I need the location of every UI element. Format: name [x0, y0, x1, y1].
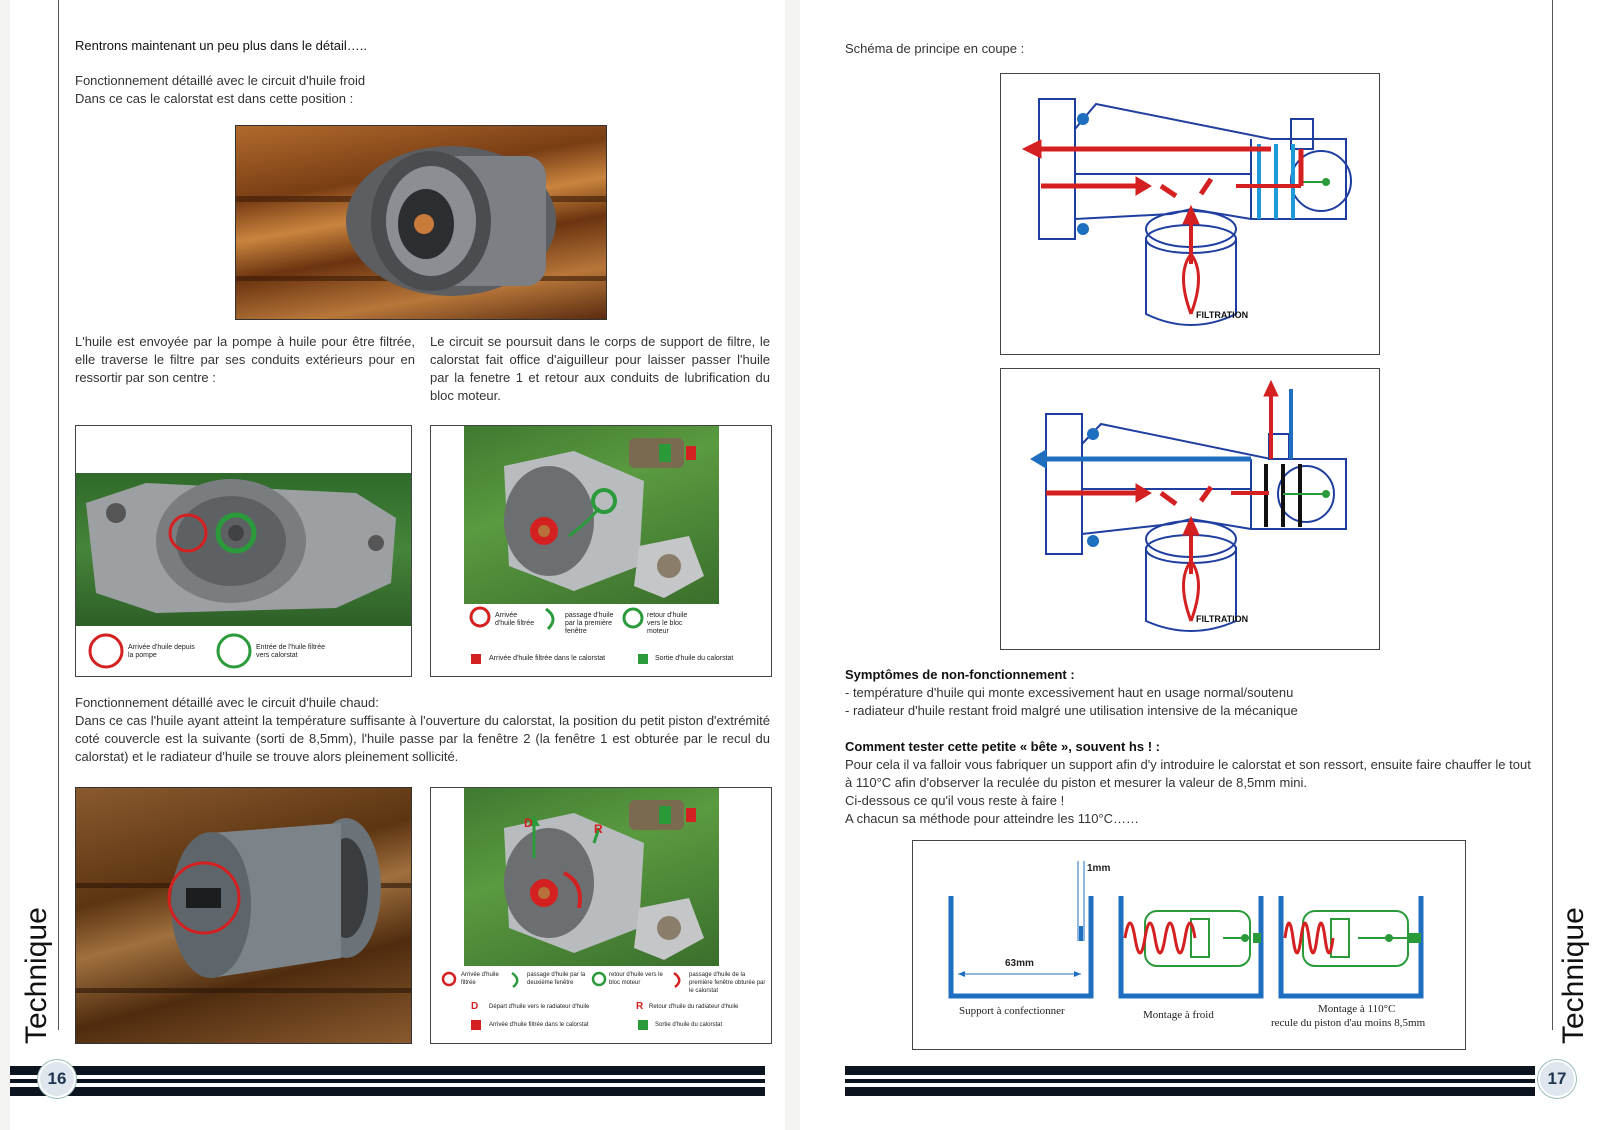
dim-1mm: 1mm	[1087, 863, 1111, 874]
fig2-legend-green-circle: retour d'huile vers le bloc moteur	[647, 612, 688, 635]
filtration-label-2: FILTRATION	[1196, 614, 1249, 624]
dim-63mm: 63mm	[1005, 958, 1034, 969]
r-letter: R	[636, 1001, 644, 1012]
red-circle-legend-icon	[441, 971, 457, 987]
fig2-legend-green-arc: passage d'huile par la première fenêtre	[565, 612, 614, 635]
fig1-legend-green: Entrée de l'huile filtrée vers calorstat	[256, 644, 326, 659]
open-housing-hot-figure: D R Arrivée d'huile filtrée passage d'hu…	[430, 787, 772, 1044]
fig2-legend-red-square: Arrivée d'huile filtrée dans le calorsta…	[489, 655, 606, 662]
caption-froid: Montage à froid	[1143, 1009, 1214, 1021]
fig2-legend-green-square: Sortie d'huile du calorstat	[655, 655, 734, 662]
page-number-17: 17	[1538, 1060, 1576, 1098]
green-square-legend-icon	[638, 1020, 648, 1030]
red-square-legend-icon	[471, 1020, 481, 1030]
footer-stripe-bottom	[845, 1087, 1535, 1096]
footer-stripe-mid	[845, 1079, 1535, 1083]
green-arc-legend-icon	[511, 971, 519, 988]
caption-support: Support à confectionner	[959, 1005, 1065, 1017]
green-square-legend-icon	[638, 654, 648, 664]
calorstat-cold-photo	[235, 125, 607, 320]
left-page: Rentrons maintenant un peu plus dans le …	[10, 0, 785, 1130]
test-line-3: A chacun sa méthode pour atteindre les 1…	[845, 811, 1140, 826]
test-line-2: Ci-dessous ce qu'il vous reste à faire !	[845, 793, 1065, 808]
fig4-legend-red-circle: Arrivée d'huile filtrée	[461, 972, 499, 986]
open-housing-cold-photo	[464, 426, 719, 604]
schema-title: Schéma de principe en coupe :	[845, 41, 1025, 56]
filter-housing-photo	[76, 473, 411, 626]
mark-r: R	[594, 822, 603, 836]
open-housing-hot-photo	[464, 788, 719, 966]
right-page: Schéma de principe en coupe :	[800, 0, 1600, 1130]
left-margin-rule	[58, 0, 59, 1030]
hot-text: Dans ce cas l'huile ayant atteint la tem…	[75, 713, 770, 764]
footer-stripe-top	[10, 1066, 765, 1075]
symptom-2: - radiateur d'huile restant froid malgré…	[845, 703, 1298, 718]
filter-housing-figure: Arrivée d'huile depuis la pompe Entrée d…	[75, 425, 412, 677]
section-tab-technique: Technique	[1557, 907, 1590, 1044]
green-circle-legend-icon	[216, 633, 252, 669]
caption-chaud-1: Montage à 110°C	[1318, 1003, 1396, 1015]
fig4-legend-green-square: Sortie d'huile du calorstat	[655, 1022, 723, 1028]
green-arc-legend-icon	[545, 607, 555, 631]
fig4-legend-d: Départ d'huile vers le radiateur d'huile	[489, 1004, 590, 1010]
green-circle-legend-icon	[622, 607, 644, 629]
red-circle-legend-icon	[88, 633, 124, 669]
fig4-legend-red-arc: passage d'huile de la première fenêtre o…	[689, 972, 766, 994]
fig4-legend-r: Retour d'huile du radiateur d'huile	[649, 1004, 739, 1010]
filtration-label-1: FILTRATION	[1196, 310, 1249, 320]
cold-subtitle: Dans ce cas le calorstat est dans cette …	[75, 91, 354, 106]
fig4-legend-green-arc: passage d'huile par la deuxième fenêtre	[527, 972, 586, 986]
fig4-legend-green-circle: retour d'huile vers le bloc moteur	[609, 972, 663, 986]
test-support-diagram: 1mm 63mm Support à confectionner Montage…	[912, 840, 1466, 1050]
caption-chaud-2: recule du piston d'au moins 8,5mm	[1271, 1017, 1426, 1029]
symptom-1: - température d'huile qui monte excessiv…	[845, 685, 1294, 700]
footer-stripe-mid	[10, 1079, 765, 1083]
hot-title: Fonctionnement détaillé avec le circuit …	[75, 695, 379, 710]
section-tab-technique: Technique	[20, 907, 53, 1044]
d-letter: D	[471, 1001, 479, 1012]
red-circle-legend-icon	[469, 606, 491, 628]
fig2-legend-red-circle: Arrivée d'huile filtrée	[495, 612, 535, 627]
footer-stripe-bottom	[10, 1087, 765, 1096]
red-square-legend-icon	[471, 654, 481, 664]
cold-title: Fonctionnement détaillé avec le circuit …	[75, 73, 366, 88]
test-title: Comment tester cette petite « bête », so…	[845, 739, 1160, 754]
test-line-1: Pour cela il va falloir vous fabriquer u…	[845, 757, 1531, 790]
col1-text: L'huile est envoyée par la pompe à huile…	[75, 334, 415, 385]
mark-d: D	[524, 816, 533, 830]
symptoms-title: Symptômes de non-fonctionnement :	[845, 667, 1075, 682]
fig4-legend-red-square: Arrivée d'huile filtrée dans le calorsta…	[489, 1022, 589, 1028]
calorstat-hot-photo	[75, 787, 412, 1044]
right-margin-rule	[1552, 0, 1553, 1030]
schematic-cold: FILTRATION	[1000, 73, 1380, 355]
col2-text: Le circuit se poursuit dans le corps de …	[430, 334, 770, 403]
fig1-legend-red: Arrivée d'huile depuis la pompe	[128, 644, 195, 659]
open-housing-cold-figure: Arrivée d'huile filtrée passage d'huile …	[430, 425, 772, 677]
green-circle-legend-icon	[591, 971, 607, 987]
page-number-16: 16	[38, 1060, 76, 1098]
schematic-hot: FILTRATION	[1000, 368, 1380, 650]
red-arc-legend-icon	[673, 971, 681, 988]
intro-heading: Rentrons maintenant un peu plus dans le …	[75, 38, 367, 53]
footer-stripe-top	[845, 1066, 1535, 1075]
